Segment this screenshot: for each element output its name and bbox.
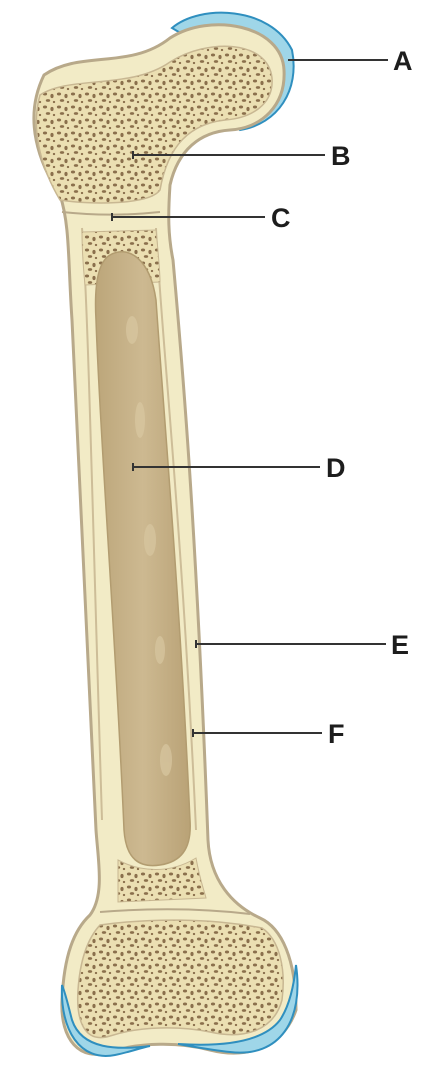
label-c: C — [271, 205, 291, 232]
label-a: A — [393, 48, 413, 75]
label-f: F — [328, 721, 345, 748]
spongy-bone-distal — [78, 920, 283, 1037]
label-e: E — [391, 632, 409, 659]
label-d: D — [326, 455, 346, 482]
label-b: B — [331, 143, 351, 170]
